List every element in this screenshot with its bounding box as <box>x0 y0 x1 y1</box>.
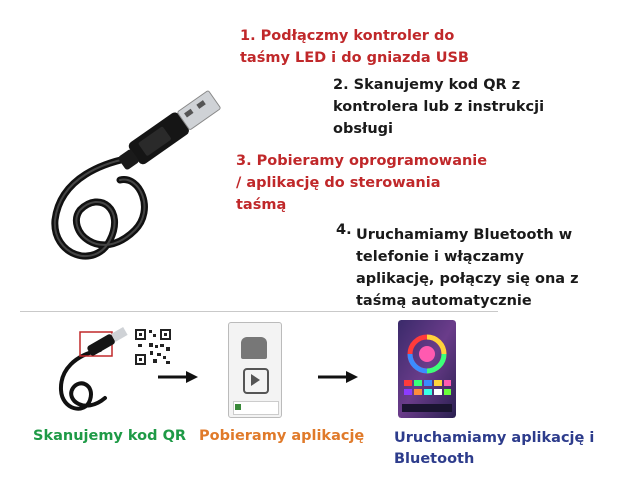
caption-scan: Skanujemy kod QR <box>33 428 187 444</box>
arrow-right-icon <box>158 371 198 383</box>
step-1-text: 1. Podłączmy kontroler do taśmy LED i do… <box>240 28 469 66</box>
divider <box>20 311 498 312</box>
app-download-screen <box>228 322 282 418</box>
color-wheel-app-screen-icon <box>398 320 456 418</box>
step-4-number: 4. <box>336 222 352 238</box>
step-4-text: Uruchamiamy Bluetooth w telefonie i włąc… <box>356 227 579 309</box>
caption-download: Pobieramy aplikację <box>199 428 365 444</box>
android-icon <box>241 337 267 359</box>
step-2-text: 2. Skanujemy kod QR z kontrolera lub z i… <box>333 77 545 137</box>
qr-code-icon <box>133 327 173 367</box>
step-3-text: 3. Pobieramy oprogramowanie / aplikację … <box>236 153 488 213</box>
usb-led-controller-icon <box>51 90 221 260</box>
caption-run: Uruchamiamy aplikację i Bluetooth <box>394 430 595 467</box>
play-button-icon <box>243 368 269 394</box>
arrow-right-icon <box>318 371 358 383</box>
small-controller-icon <box>58 327 128 411</box>
